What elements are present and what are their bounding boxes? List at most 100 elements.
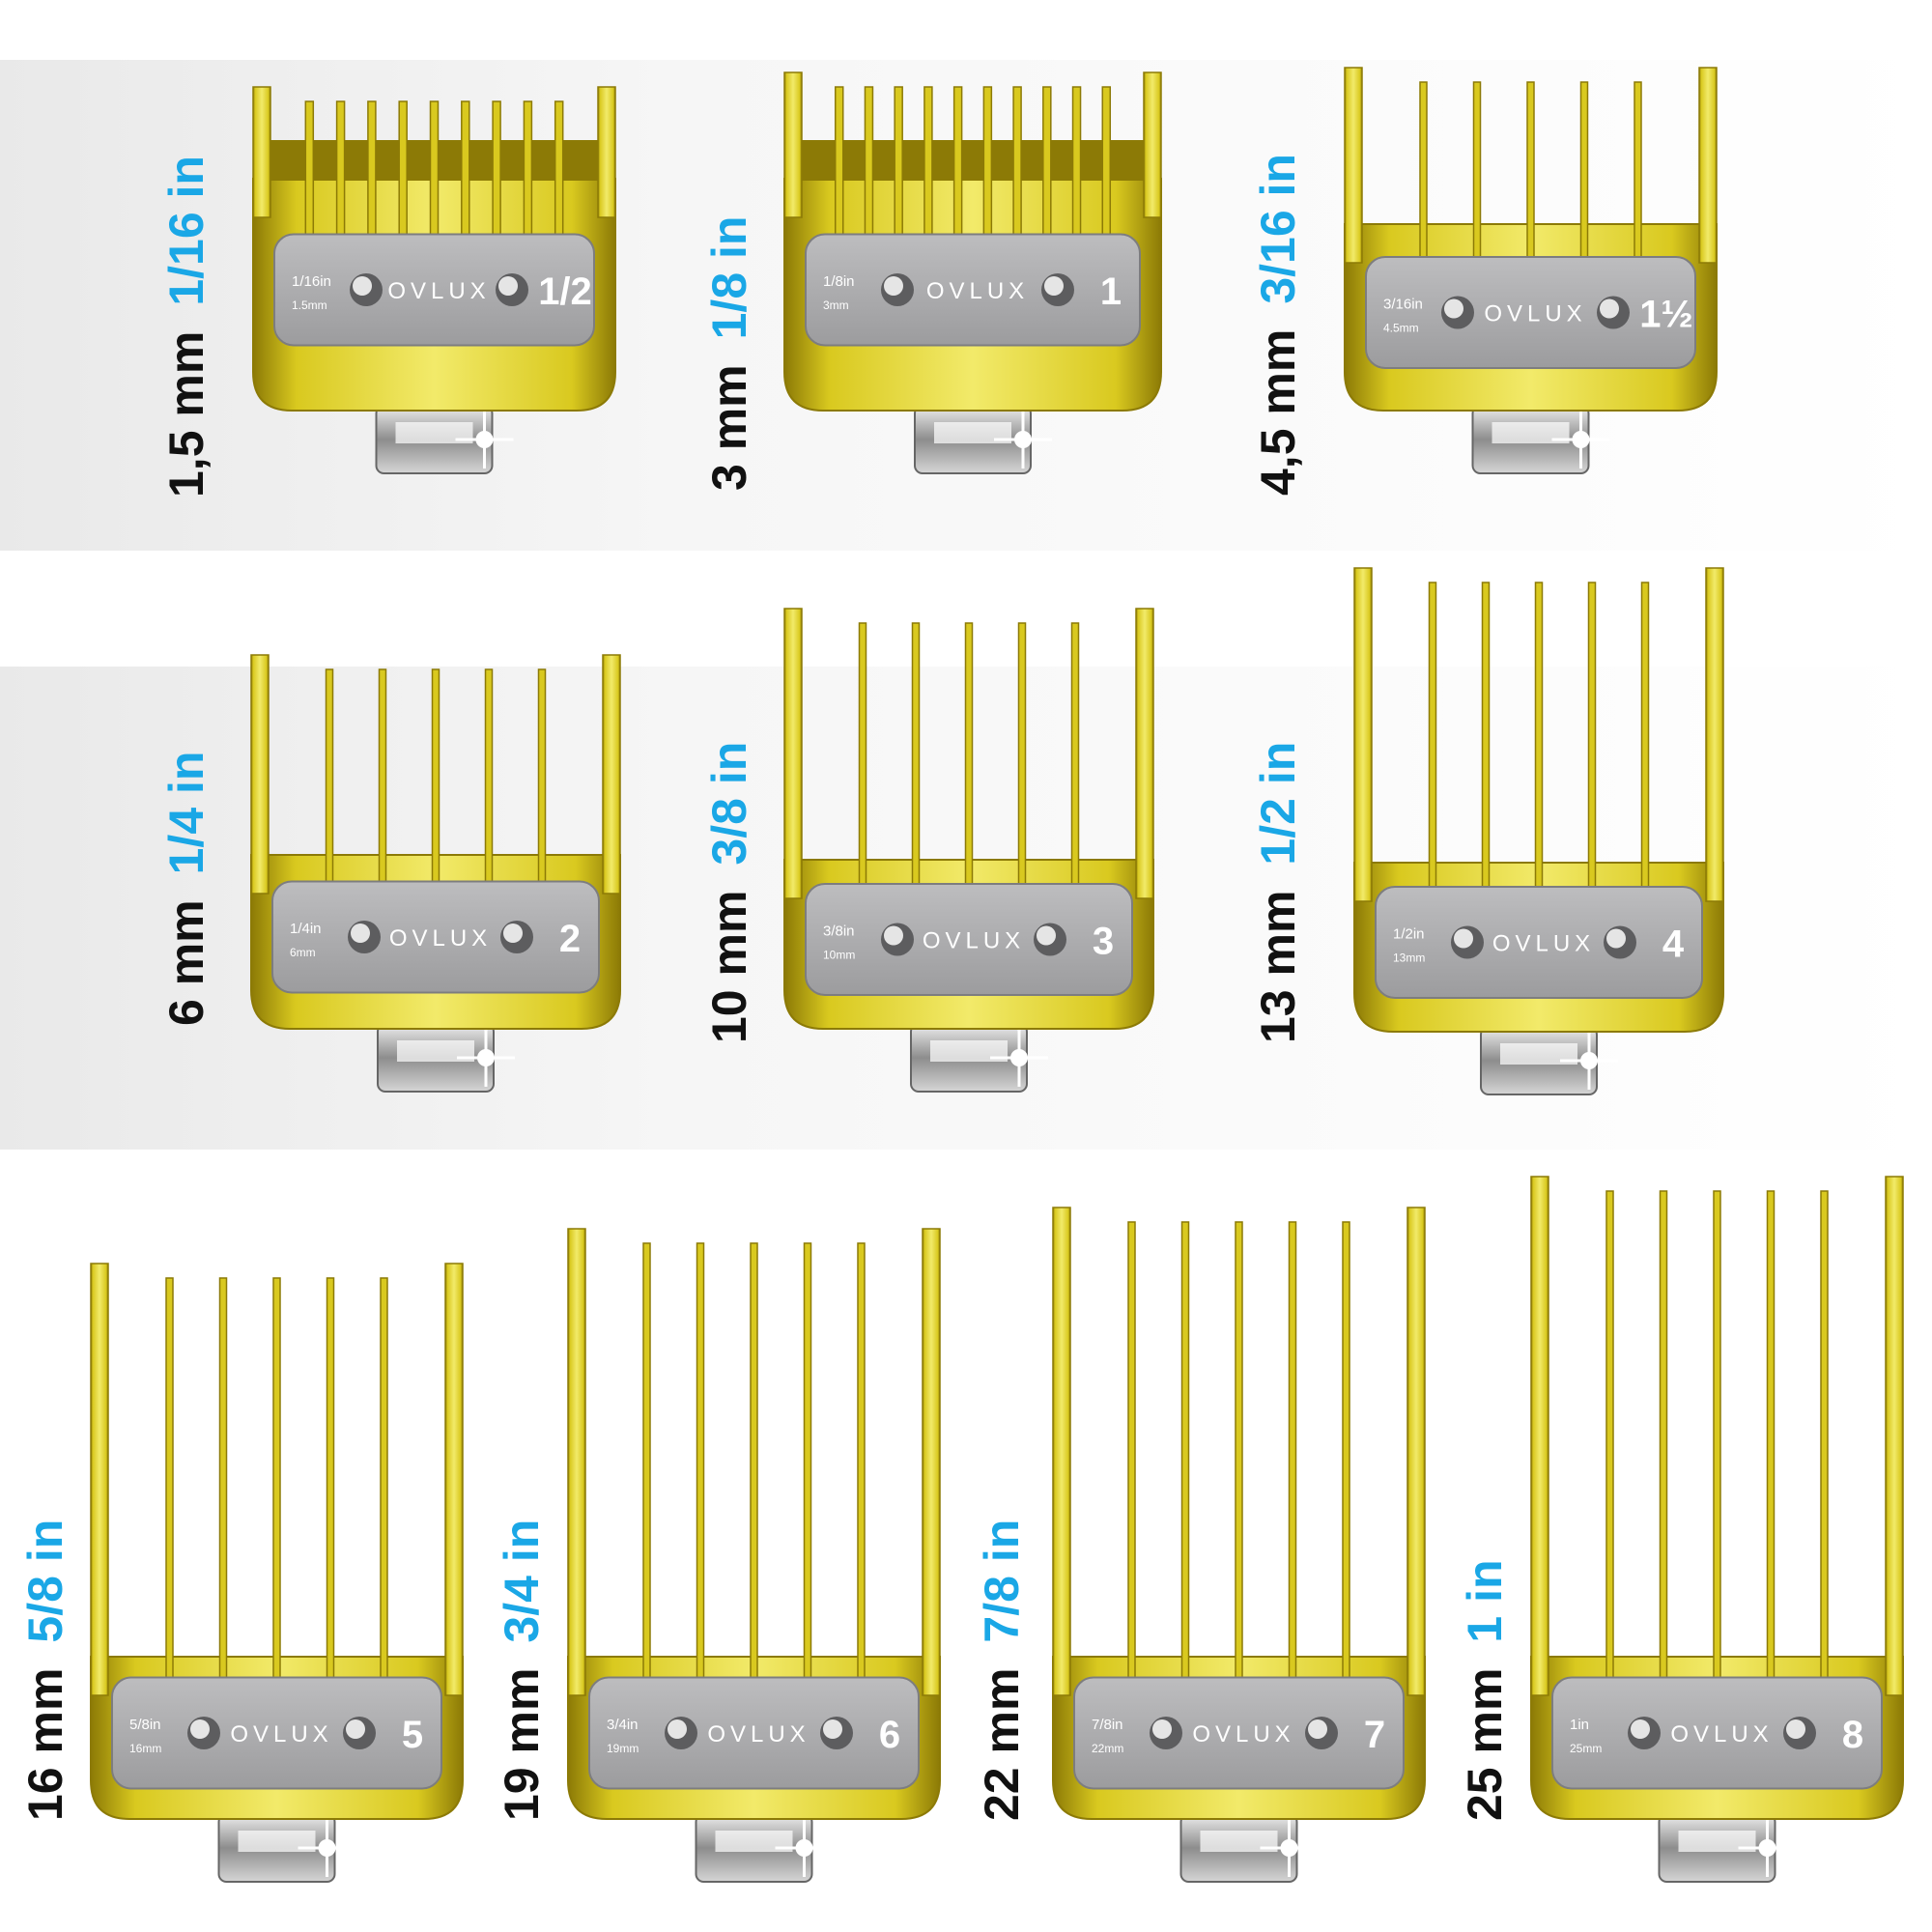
clip-bracket [1471,405,1610,474]
screw-icon [343,1717,376,1749]
clip-bracket [914,405,1052,474]
plate-mm-text: 6mm [290,946,316,959]
size-label: 16 mm5/8 in [18,1519,72,1821]
mm-label: 19 mm [495,1667,549,1821]
plate-inch-text: 1/8in [823,273,855,290]
plate-inch-text: 1/2in [1393,926,1425,943]
guard-number: 1½ [1639,294,1693,336]
mm-label: 1,5 mm [159,330,213,497]
brand-logo-text: OVLUX [1484,301,1586,327]
guard-number: 5 [402,1714,423,1756]
mm-label: 10 mm [702,890,756,1043]
screw-icon [820,1717,853,1749]
screw-icon [665,1717,697,1749]
brand-logo-text: OVLUX [387,278,490,304]
brand-logo-text: OVLUX [1492,931,1595,957]
sparkle-icon [298,1819,356,1877]
clip-bracket [1179,1813,1319,1883]
plate-inch-text: 1/4in [290,921,322,937]
screw-icon [1034,923,1066,956]
plate-inch-text: 1in [1570,1717,1589,1733]
mm-label: 25 mm [1458,1667,1512,1821]
inch-label: 1/4 in [159,751,213,875]
plate-mm-text: 13mm [1393,952,1425,965]
guard-number: 7 [1364,1714,1385,1756]
plate-mm-text: 10mm [823,949,855,962]
brand-logo-text: OVLUX [707,1721,810,1747]
guard-number: 8 [1842,1714,1863,1756]
screw-icon [1305,1717,1338,1749]
size-label: 19 mm 3/4 in [495,1519,549,1821]
plate-inch-text: 5/8in [129,1717,161,1733]
sparkle-icon [990,1029,1048,1087]
sparkle-icon [1560,1032,1618,1090]
plate-mm-text: 4.5mm [1383,322,1419,335]
inch-label: 3/16 in [1251,154,1305,304]
brand-logo-text: OVLUX [923,928,1025,954]
plate-inch-text: 3/4in [607,1717,639,1733]
clip-bracket [377,1023,515,1093]
brand-logo-text: OVLUX [230,1721,332,1747]
size-label: 3 mm 1/8 in [702,215,756,491]
screw-icon [881,273,914,306]
screw-icon [1597,296,1630,329]
size-label: 6 mm1/4 in [159,751,213,1026]
inch-label: 1/2 in [1251,741,1305,866]
inch-label: 5/8 in [18,1519,72,1643]
inch-label: 1/8 in [702,215,756,340]
screw-icon [1441,296,1474,329]
mm-label: 4,5 mm [1251,328,1305,496]
plate-inch-text: 7/8in [1092,1717,1123,1733]
guard-teeth [567,1228,941,1730]
size-label: 1,5 mm1/16 in [159,156,213,497]
brand-logo-text: OVLUX [389,925,492,952]
guard-teeth [1530,1176,1904,1730]
guard-number: 3 [1093,921,1114,963]
sparkle-icon [455,411,514,469]
mm-label: 13 mm [1251,890,1305,1043]
clip-bracket [910,1023,1048,1093]
brand-logo-text: OVLUX [926,278,1029,304]
clip-bracket [1658,1813,1797,1883]
guard-g-5: 5/8in 16mm OVLUX 5 [90,1263,464,1901]
size-label: 22 mm7/8 in [975,1520,1029,1821]
screw-icon [1628,1717,1661,1749]
inch-label: 3/4 in [495,1519,549,1643]
guard-teeth [783,608,1154,933]
inch-label: 3/8 in [702,741,756,866]
plate-mm-text: 25mm [1570,1742,1602,1755]
plate-mm-text: 16mm [129,1742,161,1755]
brand-logo-text: OVLUX [1192,1721,1294,1747]
size-label: 10 mm 3/8 in [702,741,756,1043]
size-label: 4,5 mm 3/16 in [1251,154,1305,496]
guard-teeth [783,71,1162,252]
brand-logo-text: OVLUX [1670,1721,1773,1747]
guard-teeth [252,86,616,252]
inch-label: 1 in [1458,1559,1512,1643]
mm-label: 3 mm [702,364,756,491]
clip-bracket [1480,1026,1618,1095]
label-plate: 1in 25mm OVLUX 8 [1551,1676,1883,1790]
sparkle-icon [775,1819,834,1877]
guard-teeth [90,1263,464,1730]
